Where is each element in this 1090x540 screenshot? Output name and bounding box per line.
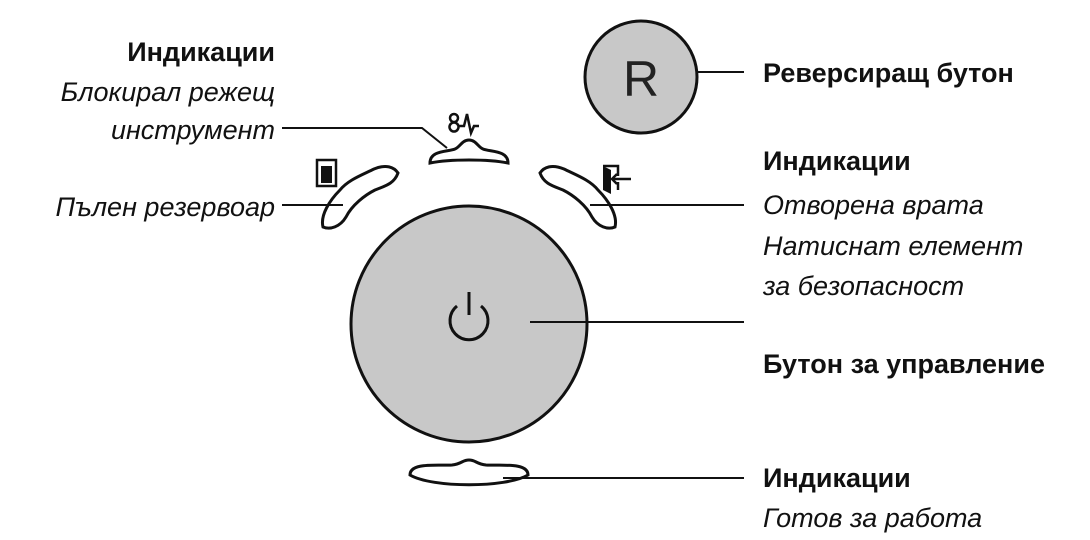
blade-jam-icon bbox=[448, 112, 479, 138]
bin-full-icon bbox=[315, 158, 338, 188]
indicator-blade-jam bbox=[428, 138, 510, 165]
reverse-button-label: Реверсиращ бутон bbox=[763, 58, 1014, 88]
indicator-label-door-open: Отворена врата bbox=[763, 190, 984, 220]
indicators-heading-bottom: Индикации bbox=[763, 463, 911, 493]
control-button-label: Бутон за управление bbox=[763, 349, 1045, 379]
power-icon bbox=[448, 292, 490, 342]
door-open-icon bbox=[603, 164, 631, 194]
control-button[interactable] bbox=[349, 204, 589, 444]
indicator-label-blade-jam-line2: инструмент bbox=[110, 115, 275, 145]
indicator-label-safety-line1: Натиснат елемент bbox=[763, 231, 1024, 261]
leader-line-blade-jam bbox=[282, 127, 448, 149]
indicator-label-blade-jam-line1: Блокирал режещ bbox=[60, 77, 275, 107]
indicator-ready bbox=[408, 458, 530, 487]
indicator-label-safety-line2: за безопасност bbox=[763, 271, 965, 301]
indicators-heading-top-left: Индикации bbox=[127, 37, 275, 67]
reverse-button[interactable]: R bbox=[583, 19, 699, 135]
indicator-label-ready: Готов за работа bbox=[763, 503, 983, 533]
reverse-button-letter: R bbox=[623, 51, 659, 107]
indicator-label-full-bin: Пълен резервоар bbox=[55, 192, 276, 222]
indicator-door-open bbox=[538, 164, 618, 230]
indicators-heading-right: Индикации bbox=[763, 146, 911, 176]
indicator-bin-full bbox=[320, 164, 400, 230]
